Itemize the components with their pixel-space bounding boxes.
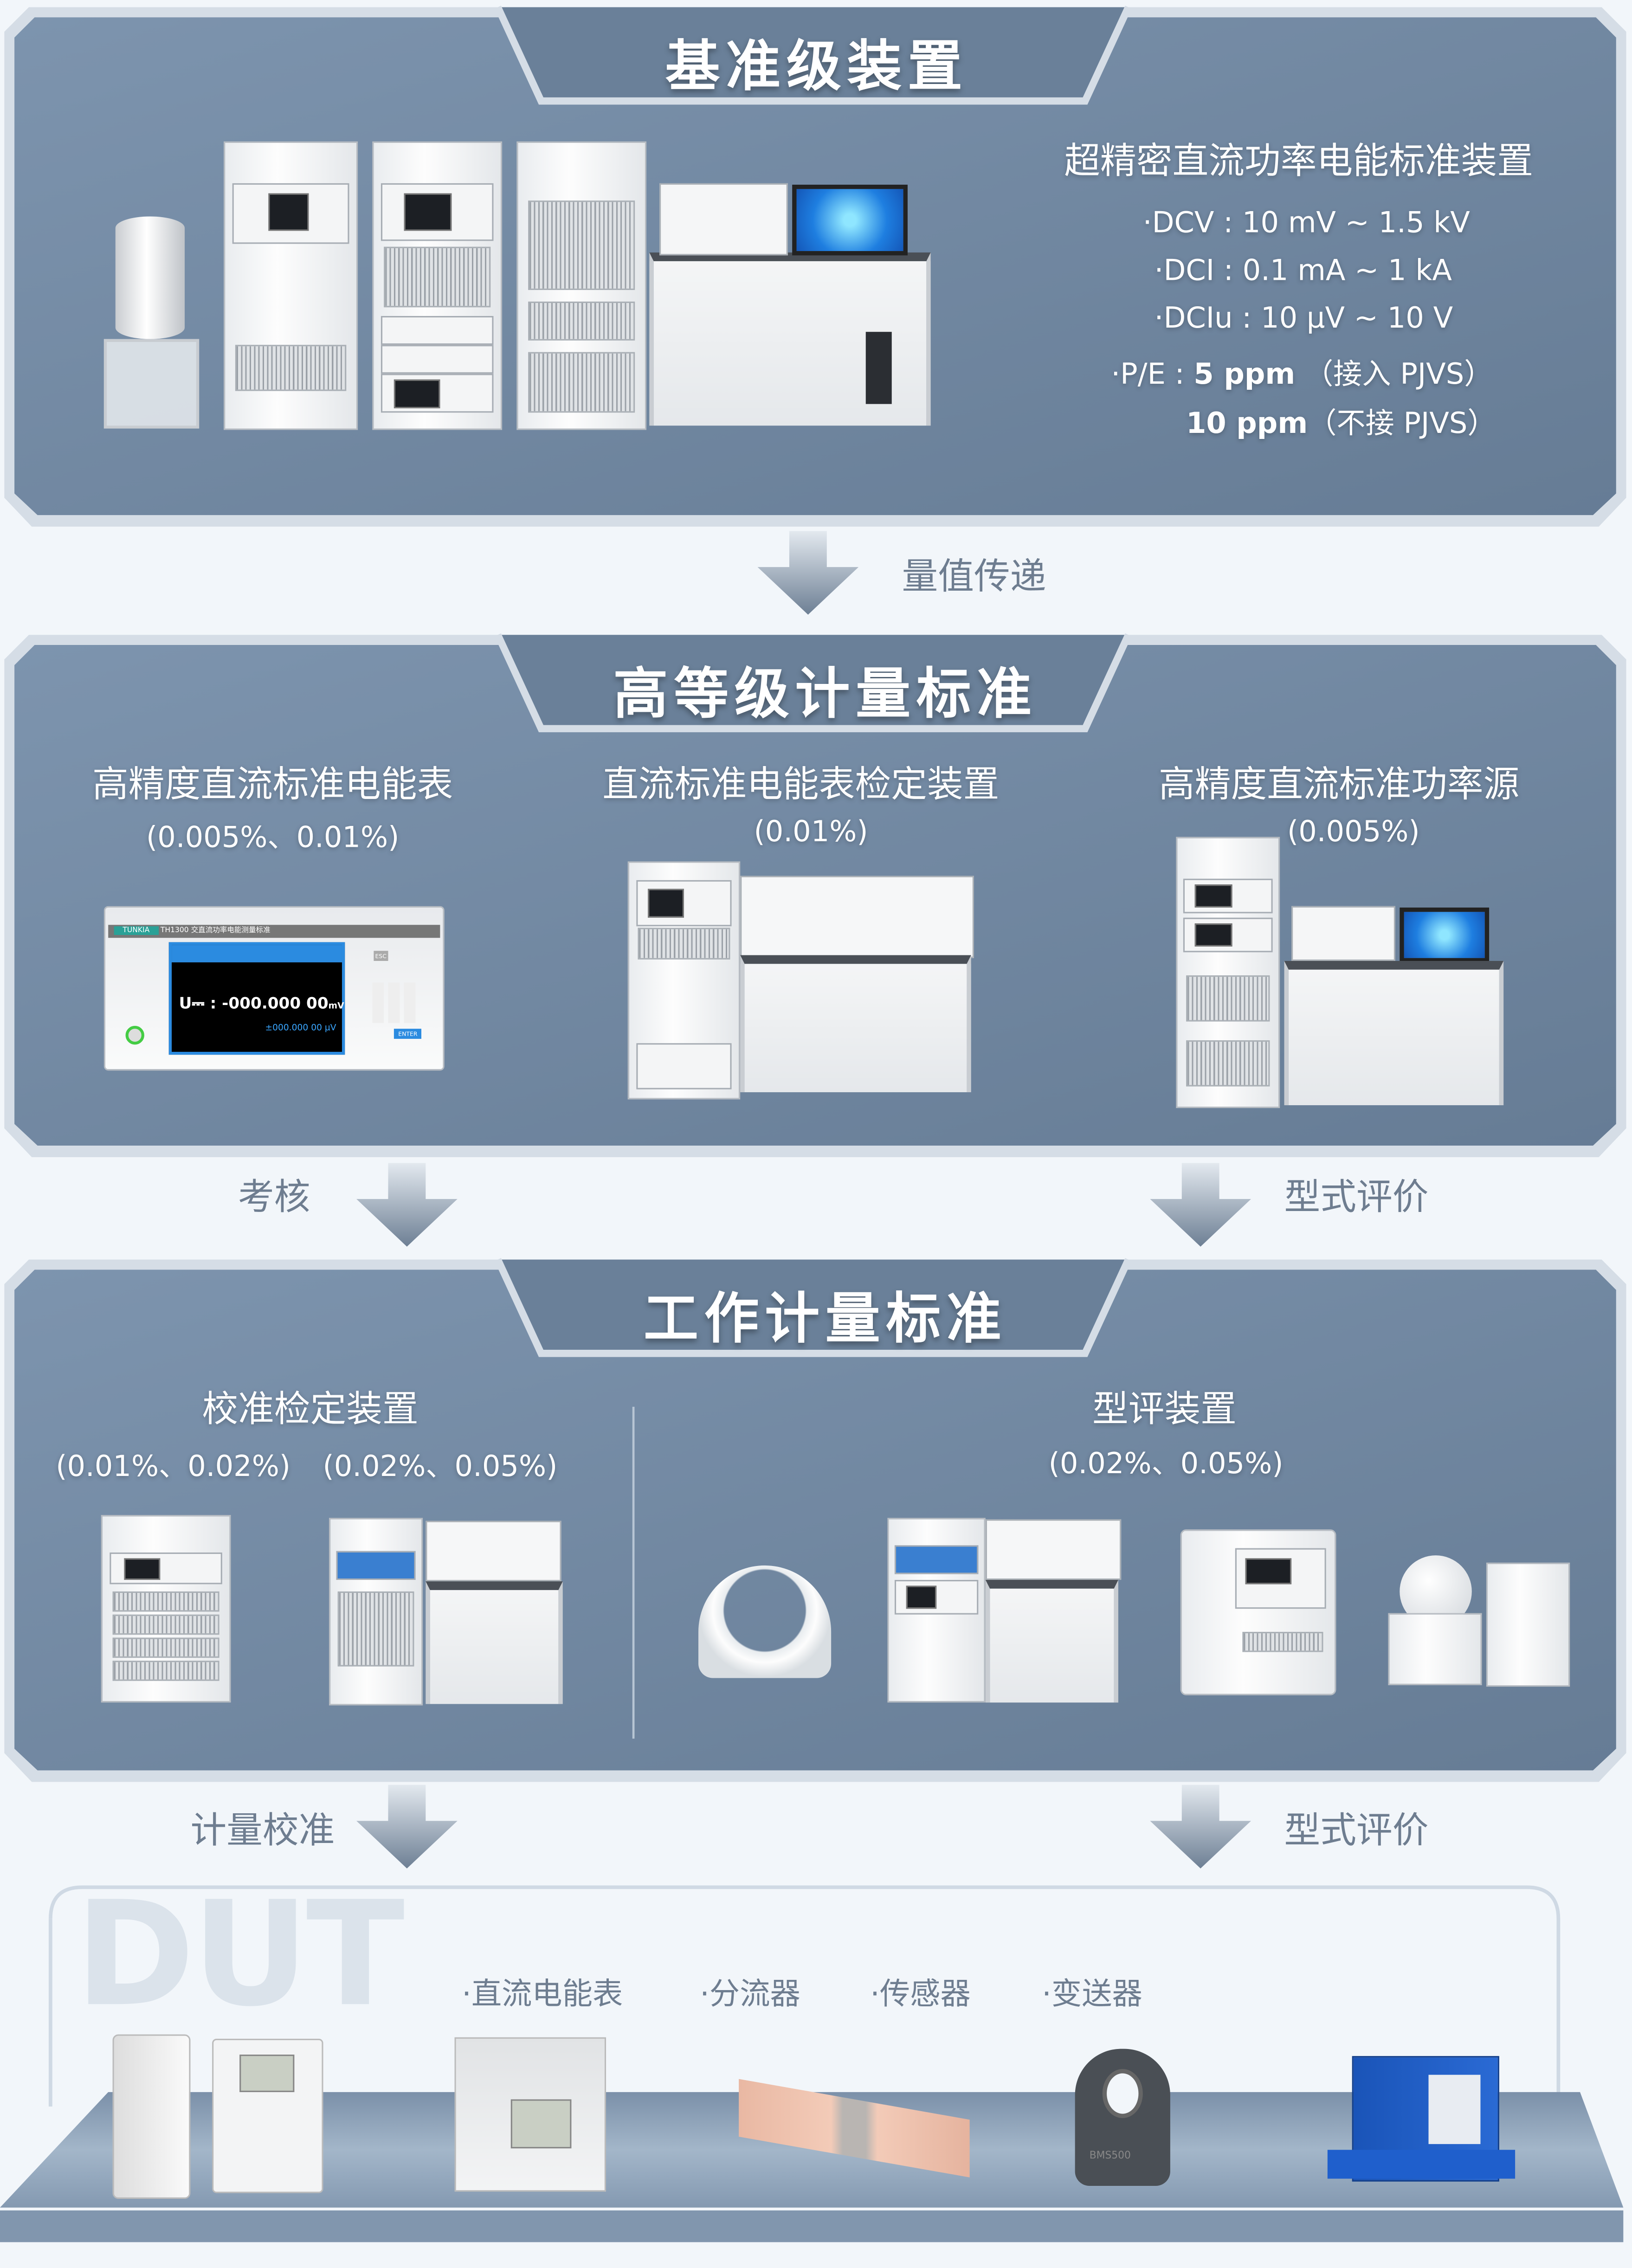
meter-reading: U⎓ : -000.000 00mV xyxy=(179,994,344,1015)
spec-dci: ·DCI : 0.1 mA ~ 1 kA xyxy=(1154,252,1452,287)
tier3-left-accuracy1: (0.01%、0.02%) xyxy=(56,1449,291,1483)
transfer-label-assessment: 考核 xyxy=(238,1176,310,1218)
tier2-col3-accuracy: (0.005%) xyxy=(1287,813,1420,849)
keypad xyxy=(372,982,416,1023)
transfer-label-type-evaluation-2: 型式评价 xyxy=(1284,1809,1429,1851)
monitor xyxy=(792,185,908,256)
tier2-col2-name: 直流标准电能表检定装置 xyxy=(602,763,1000,805)
type-eval-bench xyxy=(985,1580,1118,1703)
spec-dcv: ·DCV : 10 mV ~ 1.5 kV xyxy=(1142,205,1470,240)
tier2-col1-accuracy: (0.005%、0.01%) xyxy=(146,819,400,854)
calibration-cabinet-2 xyxy=(329,1518,423,1706)
power-source-bench xyxy=(1284,960,1504,1105)
tier1-product-title: 超精密直流功率电能标准装置 xyxy=(1064,140,1533,182)
tier3-right-name: 型评装置 xyxy=(1092,1388,1237,1430)
screen-header xyxy=(172,945,342,963)
arrow-down-icon xyxy=(356,1785,458,1869)
tier2-col2-accuracy: (0.01%) xyxy=(754,813,868,849)
spec-pe-note1: （接入 PJVS） xyxy=(1304,356,1493,391)
tier1-title: 基准级装置 xyxy=(665,34,968,98)
tier2-title: 高等级计量标准 xyxy=(613,662,1038,726)
spec-pe-note2: （不接 PJVS） xyxy=(1308,405,1497,440)
type-eval-cabinet xyxy=(887,1518,986,1703)
chamber-base xyxy=(1388,1613,1482,1686)
tier2-col3-name: 高精度直流标准功率源 xyxy=(1158,763,1520,805)
spec-pe-value2: 10 ppm xyxy=(1186,405,1308,440)
tier3-left-name: 校准检定装置 xyxy=(202,1388,419,1430)
reading-value: U⎓ : -000.000 00 xyxy=(179,994,329,1013)
meter-brand: TUNKIA xyxy=(114,926,158,935)
enter-button: ENTER xyxy=(393,1029,422,1039)
rail-meter xyxy=(454,2037,606,2192)
tier2-col1-name: 高精度直流标准电能表 xyxy=(92,763,453,805)
tier3-title: 工作计量标准 xyxy=(643,1287,1007,1351)
meter-screen: U⎓ : -000.000 00mV ±000.000 00 µV xyxy=(168,942,345,1055)
power-button-icon xyxy=(125,1025,144,1045)
dut-frame xyxy=(48,1885,1561,2107)
monitor-2 xyxy=(1400,907,1490,963)
transfer-label-calibration: 计量校准 xyxy=(190,1809,335,1851)
bench-instrument xyxy=(659,183,788,256)
sensor-label: BMS500 xyxy=(1089,2150,1131,2162)
current-sensor: BMS500 xyxy=(1075,2049,1170,2186)
cabinet-2 xyxy=(372,141,503,430)
dut-item-sensor: ·传感器 xyxy=(870,1977,971,2011)
standard-energy-meter: TUNKIA TH1300 交直流功率电能测量标准 U⎓ : -000.000 … xyxy=(103,906,445,1071)
cryostat-cylinder xyxy=(115,216,185,339)
spec-pe-value1: 5 ppm xyxy=(1193,356,1296,391)
transfer-label-type-evaluation: 型式评价 xyxy=(1284,1176,1429,1218)
sensor-aperture xyxy=(1102,2069,1143,2118)
calibration-cabinet xyxy=(101,1515,231,1703)
reading-unit: mV xyxy=(328,1001,344,1012)
spec-dciu: ·DCIu : 10 µV ~ 10 V xyxy=(1154,300,1453,335)
transmitter-base xyxy=(1327,2150,1516,2179)
dc-meter-2 xyxy=(212,2038,323,2193)
meter-model: TH1300 交直流功率电能测量标准 xyxy=(160,926,271,935)
arrow-down-icon xyxy=(356,1163,458,1247)
meter-header: TUNKIA TH1300 交直流功率电能测量标准 xyxy=(108,925,440,938)
test-rack-2 xyxy=(985,1519,1122,1580)
arrow-down-icon xyxy=(1150,1163,1251,1247)
verification-cabinet xyxy=(627,861,741,1100)
transfer-label-1: 量值传递 xyxy=(902,555,1046,598)
meter-sub-reading: ±000.000 00 µV xyxy=(265,1023,336,1033)
meter-test-rack xyxy=(740,876,974,958)
test-rack xyxy=(426,1521,561,1582)
cabinet-1 xyxy=(223,141,358,430)
esc-button: ESC xyxy=(374,951,388,961)
magnetic-field-device xyxy=(698,1565,832,1678)
bench-instrument-2 xyxy=(1291,906,1395,961)
spec-pe: ·P/E : 5 ppm （接入 PJVS） xyxy=(1111,351,1493,393)
environmental-test-chamber xyxy=(1180,1529,1336,1695)
pc-tower xyxy=(865,332,892,404)
dut-item-shunt: ·分流器 xyxy=(700,1977,800,2011)
cryostat-stand xyxy=(103,339,200,429)
power-source-cabinet xyxy=(1176,837,1280,1108)
dut-item-dc-meter: ·直流电能表 xyxy=(462,1977,623,2011)
dc-meter-1 xyxy=(112,2034,191,2199)
cabinet-3 xyxy=(516,141,647,430)
spec-pe-label: ·P/E : xyxy=(1111,356,1194,391)
tier3-right-accuracy: (0.02%、0.05%) xyxy=(1048,1445,1284,1481)
verification-bench xyxy=(740,955,971,1092)
arrow-down-icon xyxy=(1150,1785,1251,1869)
calibration-bench xyxy=(426,1581,563,1704)
tier3-left-accuracy2: (0.02%、0.05%) xyxy=(323,1449,558,1483)
shelf xyxy=(0,2092,1624,2242)
dut-item-transmitter: ·变送器 xyxy=(1042,1977,1142,2011)
dut-watermark: DUT xyxy=(75,1870,405,2039)
spec-pe-2: 10 ppm（不接 PJVS） xyxy=(1186,399,1497,441)
arrow-down-icon xyxy=(757,531,859,615)
control-cabinet xyxy=(1486,1562,1570,1687)
